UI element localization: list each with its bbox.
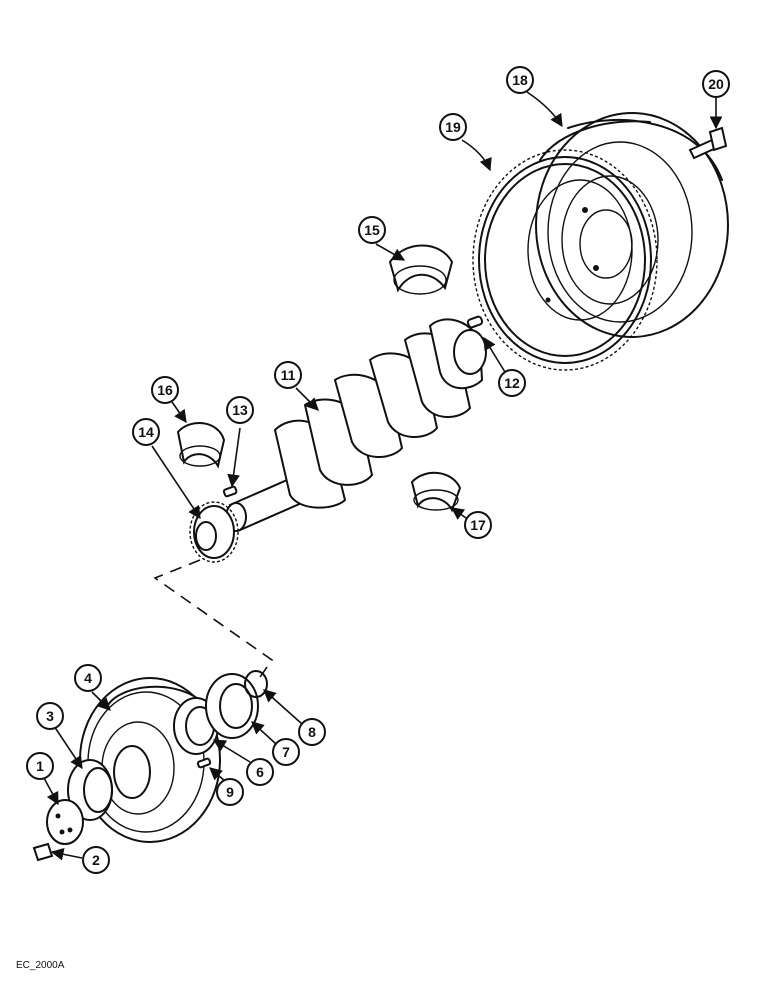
callout-13: 13 (226, 396, 254, 424)
svg-text:19: 19 (445, 119, 461, 135)
figure-code: EC_2000A (16, 960, 65, 971)
callout-15: 15 (358, 216, 386, 244)
callout-6: 6 (246, 758, 274, 786)
svg-text:1: 1 (36, 758, 44, 774)
svg-text:8: 8 (308, 724, 316, 740)
crank-key (222, 485, 238, 498)
svg-text:4: 4 (84, 670, 92, 686)
roll-pin (196, 757, 212, 769)
pulley-bolt (32, 842, 54, 862)
callout-20: 20 (702, 70, 730, 98)
callout-18: 18 (506, 66, 534, 94)
assembly-path-line (153, 559, 274, 681)
callout-1: 1 (26, 752, 54, 780)
callout-19: 19 (439, 113, 467, 141)
callout-7: 7 (272, 738, 300, 766)
callout-12: 12 (498, 369, 526, 397)
callout-9: 9 (216, 778, 244, 806)
ring-gear (472, 149, 658, 371)
svg-text:11: 11 (281, 367, 296, 383)
callout-14: 14 (132, 418, 160, 446)
main-bearing-shell-16 (176, 421, 226, 469)
crankshaft (225, 318, 487, 532)
oil-seal (205, 673, 259, 739)
svg-text:18: 18 (512, 72, 528, 88)
svg-text:20: 20 (708, 76, 724, 92)
svg-text:16: 16 (157, 382, 173, 398)
callout-4: 4 (74, 664, 102, 692)
callout-11: 11 (274, 361, 302, 389)
svg-text:17: 17 (470, 517, 486, 533)
main-bearing-shell-lower (410, 471, 462, 513)
callout-3: 3 (36, 702, 64, 730)
o-ring (244, 670, 268, 698)
leader-lines (43, 91, 723, 861)
flywheel-bolt (688, 126, 728, 160)
svg-text:7: 7 (282, 744, 290, 760)
callout-16: 16 (151, 376, 179, 404)
pulley-hub (67, 759, 113, 821)
svg-text:15: 15 (364, 222, 380, 238)
svg-text:9: 9 (226, 784, 234, 800)
callout-8: 8 (298, 718, 326, 746)
main-bearing-shell-upper (388, 244, 454, 295)
svg-text:3: 3 (46, 708, 54, 724)
svg-text:12: 12 (504, 375, 520, 391)
crankshaft-gear (189, 501, 239, 563)
flywheel-housing (535, 112, 729, 338)
retaining-plate (46, 799, 84, 845)
dowel-pin (466, 315, 484, 329)
svg-text:13: 13 (232, 402, 248, 418)
svg-text:2: 2 (92, 852, 100, 868)
svg-text:14: 14 (138, 424, 154, 440)
svg-text:6: 6 (256, 764, 264, 780)
callout-17: 17 (464, 511, 492, 539)
callout-2: 2 (82, 846, 110, 874)
